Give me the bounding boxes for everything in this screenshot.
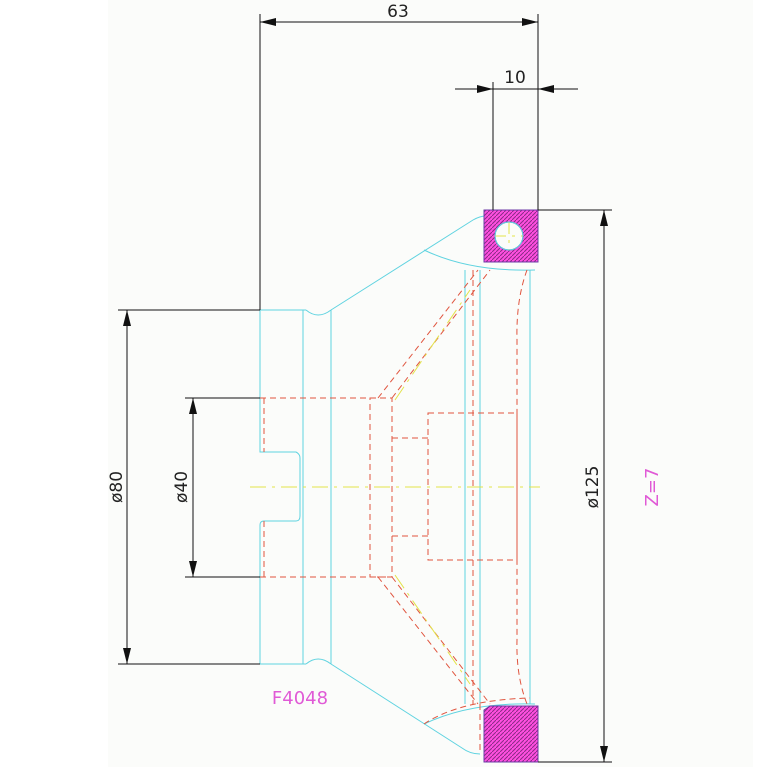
dim-hub-diameter: ø80 <box>107 471 127 503</box>
web-lower-outline <box>330 663 481 755</box>
teeth-count-label: Z=7 <box>642 468 663 507</box>
dimension-lines <box>118 14 612 763</box>
dim-flange-width: 10 <box>504 68 526 88</box>
tooth-sections <box>483 209 539 763</box>
hub-outline <box>259 310 301 664</box>
dim-tip-diameter: ø125 <box>583 466 603 509</box>
dimension-arrows <box>123 18 608 762</box>
hidden-lines <box>260 269 531 754</box>
dim-width-overall: 63 <box>387 2 409 22</box>
tooth-section-bottom <box>483 705 539 763</box>
part-number-label: F4048 <box>272 688 328 709</box>
dim-bore-diameter: ø40 <box>172 471 192 503</box>
drawing-sheet <box>108 0 753 767</box>
